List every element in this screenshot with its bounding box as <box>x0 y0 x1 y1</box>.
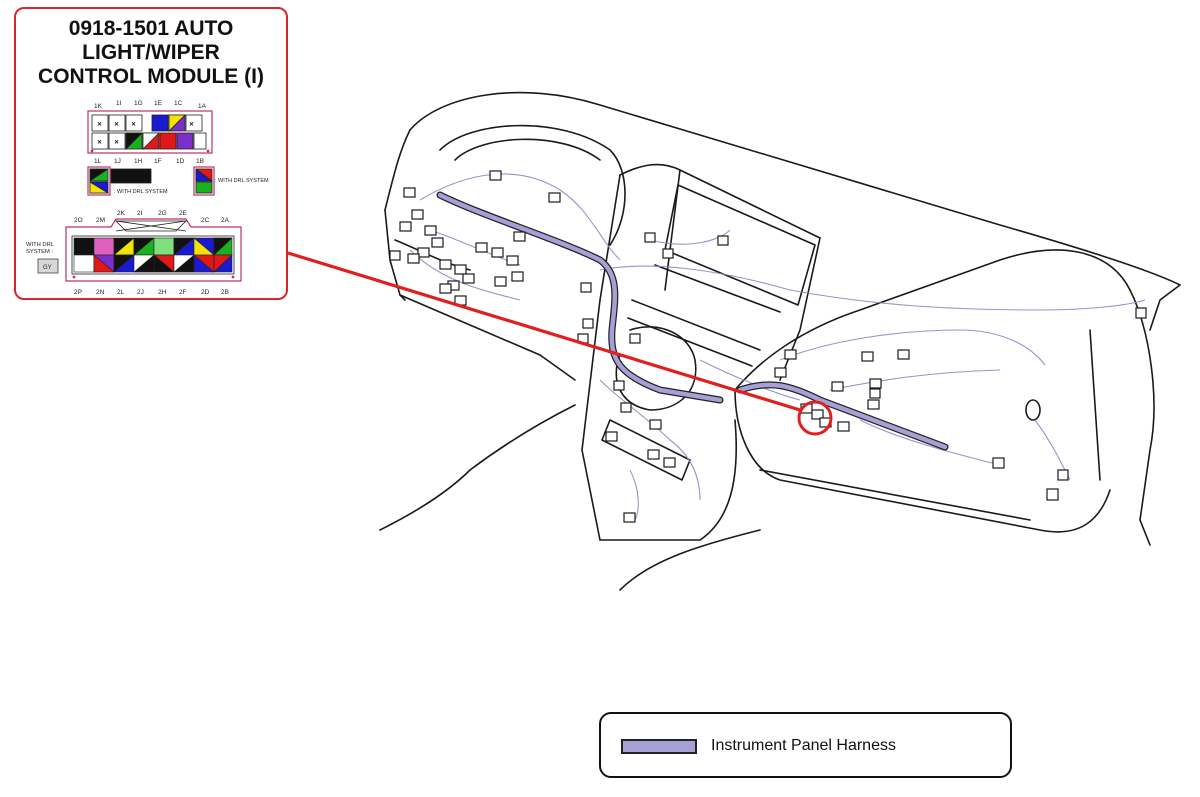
drl-note-small: : WITH DRL SYSTEM <box>114 189 168 195</box>
c2-top-pin: 2E <box>179 210 188 217</box>
c2-bottom-pin: 2P <box>74 289 82 296</box>
drl-system-label-line2: SYSTEM : <box>26 249 53 255</box>
c2-bottom-pin: 2F <box>179 289 187 296</box>
c1-bottom-pin: 1B <box>196 158 204 165</box>
c1-top-pin: 1G <box>134 100 143 107</box>
c2-bottom-pin: 2L <box>117 289 125 296</box>
connector-pinout-drawing: 1K 1I 1G 1E 1C 1A 1L 1J 1H 1F 1D 1B <box>26 100 269 296</box>
c1-bottom-pin: 1J <box>114 158 121 165</box>
connector-detail-box: 0918-1501 AUTO LIGHT/WIPER CONTROL MODUL… <box>14 7 288 300</box>
drl-note-right: : WITH DRL SYSTEM <box>215 178 269 184</box>
connector-2-cells <box>73 237 233 273</box>
c2-top-pin: 2M <box>96 217 105 224</box>
instrument-panel-harness <box>436 191 949 451</box>
legend-box: Instrument Panel Harness <box>599 712 1012 778</box>
svg-text:✕: ✕ <box>114 121 119 128</box>
svg-text:✕: ✕ <box>97 139 102 146</box>
legend-label: Instrument Panel Harness <box>711 737 896 754</box>
c1-bottom-pin: 1L <box>94 158 102 165</box>
c2-bottom-pin: 2H <box>158 289 167 296</box>
c2-bottom-pin: 2N <box>96 289 105 296</box>
connector-1 <box>87 110 213 154</box>
c2-top-pin: 2O <box>74 217 83 224</box>
callout-pointer <box>287 251 833 436</box>
c1-bottom-pin: 1F <box>154 158 162 165</box>
c1-top-pin: 1A <box>198 103 207 110</box>
connector-1-drl-variant <box>87 166 215 196</box>
drl-gy-wire-label: GY <box>43 265 52 271</box>
c2-bottom-pin: 2J <box>137 289 144 296</box>
c1-top-pin: 1I <box>116 100 122 107</box>
title-line-2: LIGHT/WIPER <box>82 41 220 64</box>
c2-bottom-pin: 2D <box>201 289 210 296</box>
c1-top-pin: 1C <box>174 100 183 107</box>
callout-circle <box>797 400 833 436</box>
c2-top-pin: 2A <box>221 217 230 224</box>
c1-bottom-pin: 1D <box>176 158 185 165</box>
c2-bottom-pin: 2B <box>221 289 229 296</box>
connector-title: 0918-1501 AUTO LIGHT/WIPER CONTROL MODUL… <box>16 17 286 89</box>
c2-top-pin: 2C <box>201 217 210 224</box>
title-line-3: CONTROL MODULE (I) <box>38 65 264 88</box>
svg-text:✕: ✕ <box>131 121 136 128</box>
drl-gy-plug <box>37 258 59 274</box>
connector-blocks <box>389 170 1147 523</box>
drl-system-label-line1: WITH DRL <box>26 242 55 248</box>
c2-top-pin: 2G <box>158 210 167 217</box>
c2-top-pin: 2K <box>117 210 126 217</box>
dashboard-line-art <box>379 91 1181 591</box>
svg-text:✕: ✕ <box>114 139 119 146</box>
c2-top-pin: 2I <box>137 210 143 217</box>
title-line-1: 0918-1501 AUTO <box>68 17 234 40</box>
svg-text:✕: ✕ <box>189 121 194 128</box>
svg-text:✕: ✕ <box>97 121 102 128</box>
c1-top-pin: 1K <box>94 103 103 110</box>
c1-bottom-pin: 1H <box>134 158 143 165</box>
c1-top-pin: 1E <box>154 100 163 107</box>
harness-swatch <box>621 739 697 754</box>
